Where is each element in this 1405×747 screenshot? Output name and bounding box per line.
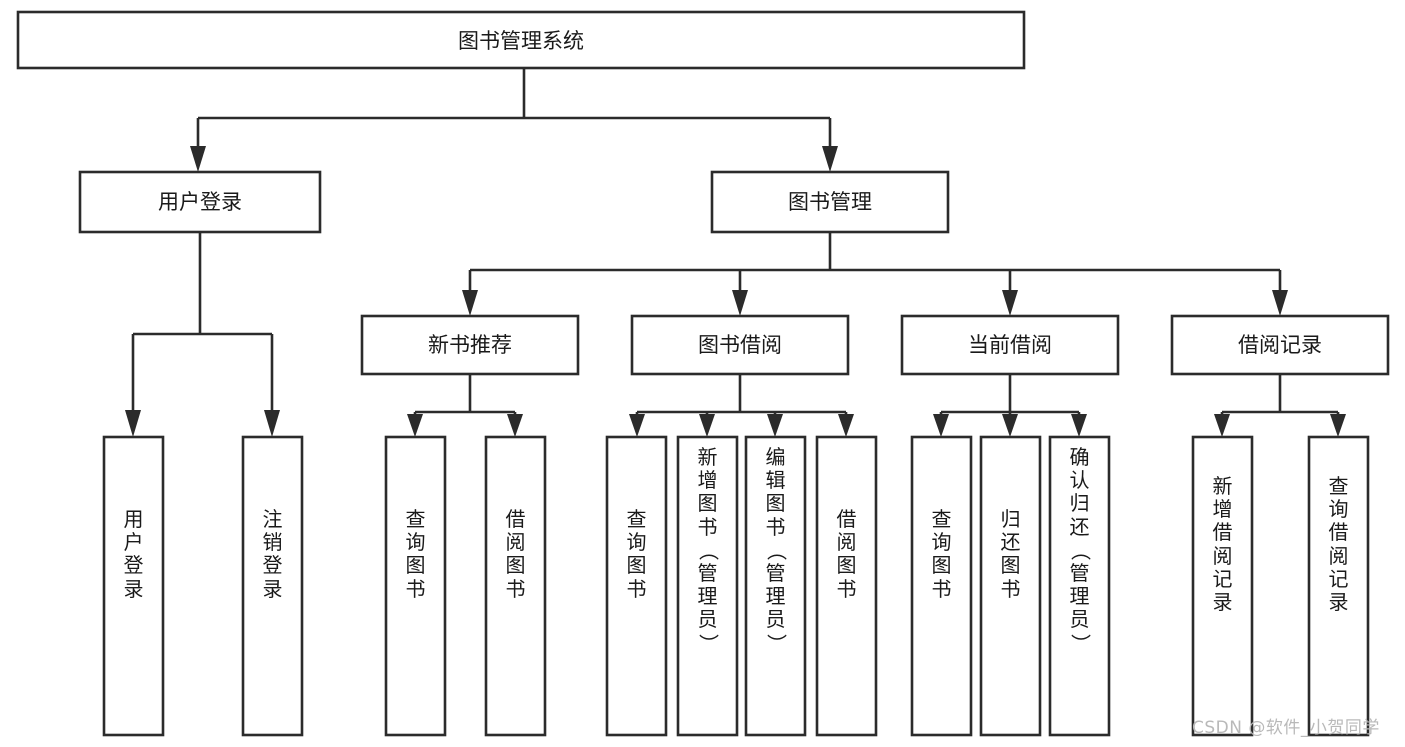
- csdn-watermark: CSDN @软件_小贺同学: [1192, 718, 1380, 738]
- arrow-head-icon: [190, 146, 206, 172]
- node-root-book-management-system[interactable]: 图书管理系统: [16, 10, 1026, 70]
- connector-book-borrow-to-leaves: [629, 374, 854, 437]
- node-box[interactable]: [241, 435, 304, 737]
- node-box[interactable]: [910, 435, 973, 737]
- node-book-management[interactable]: 图书管理: [710, 170, 950, 234]
- node-box[interactable]: [102, 435, 165, 737]
- node-box[interactable]: [815, 435, 878, 737]
- leaf-node-logout[interactable]: [241, 435, 304, 737]
- arrow-head-icon: [767, 414, 783, 437]
- node-label: 新书推荐: [428, 333, 512, 357]
- arrow-head-icon: [125, 410, 141, 437]
- node-book-borrowing[interactable]: 图书借阅: [630, 314, 850, 376]
- leaf-node-return-book[interactable]: [979, 435, 1042, 737]
- node-new-book-recommendation[interactable]: 新书推荐: [360, 314, 580, 376]
- node-box[interactable]: [1048, 435, 1111, 737]
- node-box[interactable]: [630, 314, 850, 376]
- arrow-head-icon: [1214, 414, 1230, 437]
- connector-root-to-level2: [190, 68, 838, 172]
- leaf-node-add-borrow-record[interactable]: [1191, 435, 1254, 737]
- arrow-head-icon: [629, 414, 645, 437]
- node-box[interactable]: [979, 435, 1042, 737]
- arrow-head-icon: [1330, 414, 1346, 437]
- node-box[interactable]: [360, 314, 580, 376]
- node-borrowing-record[interactable]: 借阅记录: [1170, 314, 1390, 376]
- node-box[interactable]: [744, 435, 807, 737]
- leaf-node-user-login[interactable]: [102, 435, 165, 737]
- node-box[interactable]: [676, 435, 739, 737]
- node-label: 图书管理系统: [458, 29, 584, 53]
- leaf-node-edit-book-admin[interactable]: [744, 435, 807, 737]
- node-box[interactable]: [78, 170, 322, 234]
- node-box[interactable]: [605, 435, 668, 737]
- node-label: 用户登录: [158, 190, 242, 214]
- arrow-head-icon: [1272, 290, 1288, 316]
- arrow-head-icon: [732, 290, 748, 316]
- arrow-head-icon: [1002, 414, 1018, 437]
- leaf-node-query-book-borrow[interactable]: [605, 435, 668, 737]
- arrow-head-icon: [838, 414, 854, 437]
- node-box[interactable]: [384, 435, 447, 737]
- leaf-node-borrow-book-rec[interactable]: [484, 435, 547, 737]
- node-box[interactable]: [710, 170, 950, 234]
- leaf-node-add-book-admin[interactable]: [676, 435, 739, 737]
- node-current-borrowing[interactable]: 当前借阅: [900, 314, 1120, 376]
- node-box[interactable]: [1191, 435, 1254, 737]
- node-box[interactable]: [900, 314, 1120, 376]
- connector-borrow-record-to-leaves: [1214, 374, 1346, 437]
- leaf-node-query-book-rec[interactable]: [384, 435, 447, 737]
- arrow-head-icon: [507, 414, 523, 437]
- arrow-head-icon: [822, 146, 838, 172]
- connector-book-mgmt-to-level3: [462, 232, 1288, 316]
- leaf-node-query-borrow-record[interactable]: [1307, 435, 1370, 737]
- node-label: 当前借阅: [968, 333, 1052, 357]
- leaf-node-query-book-current[interactable]: [910, 435, 973, 737]
- connector-user-login-to-leaves: [125, 232, 280, 437]
- arrow-head-icon: [462, 290, 478, 316]
- node-box[interactable]: [484, 435, 547, 737]
- node-label: 图书管理: [788, 190, 872, 214]
- node-box[interactable]: [1307, 435, 1370, 737]
- leaf-node-confirm-return-admin[interactable]: [1048, 435, 1111, 737]
- node-label: 借阅记录: [1238, 333, 1322, 357]
- connector-current-borrow-to-leaves: [933, 374, 1087, 437]
- arrow-head-icon: [1071, 414, 1087, 437]
- arrow-head-icon: [933, 414, 949, 437]
- node-user-login[interactable]: 用户登录: [78, 170, 322, 234]
- arrow-head-icon: [699, 414, 715, 437]
- node-label: 图书借阅: [698, 333, 782, 357]
- node-box[interactable]: [16, 10, 1026, 70]
- leaf-node-borrow-book[interactable]: [815, 435, 878, 737]
- arrow-head-icon: [1002, 290, 1018, 316]
- arrow-head-icon: [407, 414, 423, 437]
- arrow-head-icon: [264, 410, 280, 437]
- node-box[interactable]: [1170, 314, 1390, 376]
- connector-new-book-rec-to-leaves: [407, 374, 523, 437]
